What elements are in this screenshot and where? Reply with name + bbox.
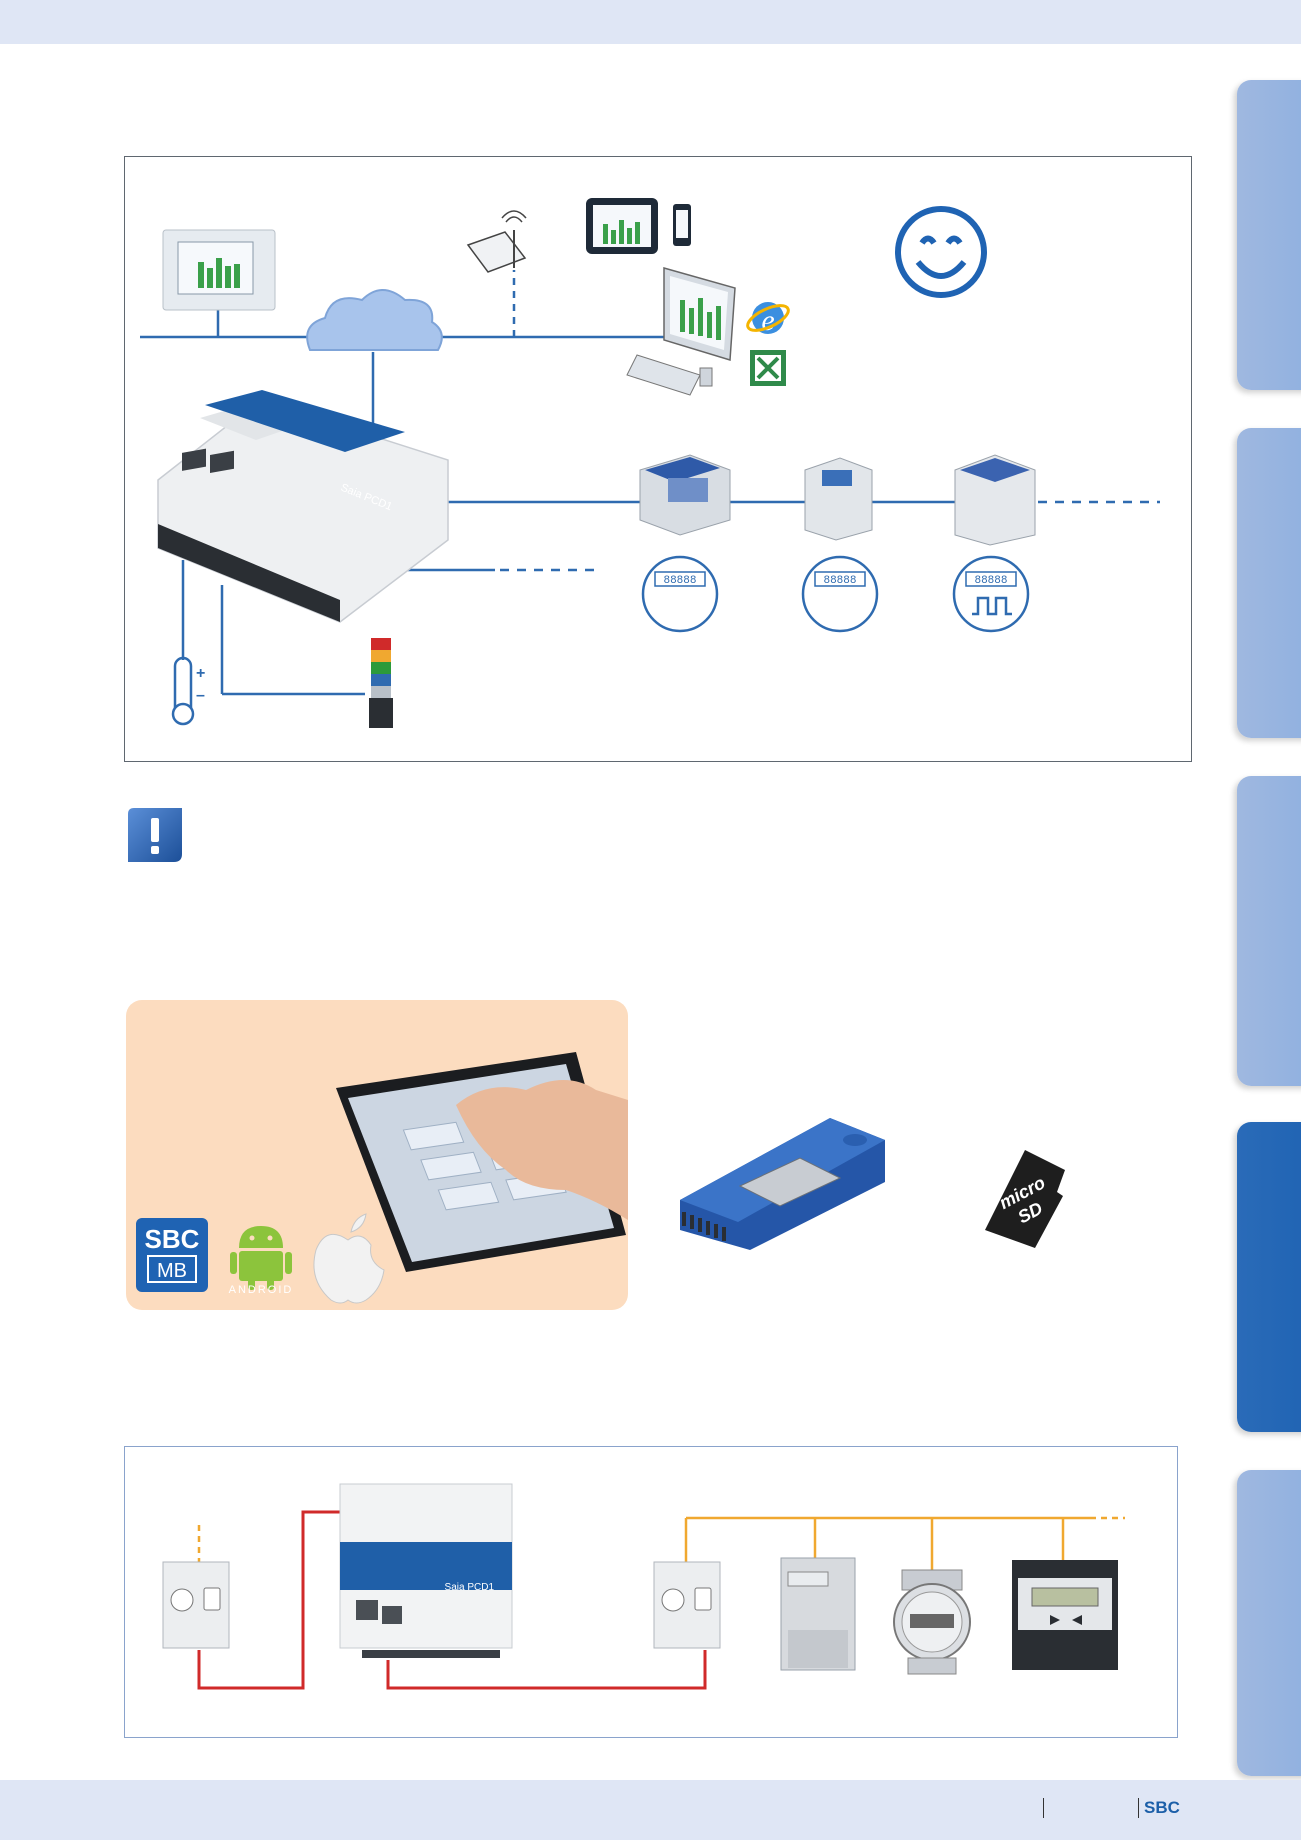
meter-dial-2: 88888 <box>801 555 879 633</box>
side-tab-3[interactable] <box>1237 776 1301 1086</box>
app-promo-graphic: SBC MB ANDROID <box>136 1052 628 1304</box>
bus-lines-red <box>197 1510 707 1690</box>
footer-band <box>0 1780 1301 1840</box>
meter-dial-3-digits: 88888 <box>974 575 1007 587</box>
bus-converter-right <box>653 1561 721 1649</box>
smiley-face-icon <box>895 206 987 298</box>
excel-icon <box>750 350 786 386</box>
footer-separator-2 <box>1138 1798 1139 1818</box>
bus-converter-left <box>162 1561 230 1649</box>
smartphone-device <box>673 204 691 246</box>
meter-device-2 <box>804 457 873 541</box>
round-meter <box>893 1569 971 1675</box>
plc-controller: Saia PCD1 <box>157 390 449 623</box>
bus-lines-orange <box>197 1516 1125 1570</box>
electricity-meter-1 <box>780 1557 856 1671</box>
desktop-computer <box>626 267 736 396</box>
hmi-panel <box>162 229 276 311</box>
meter-dial-3: 88888 <box>952 555 1030 633</box>
sbc-mb-logo: SBC MB <box>136 1218 208 1292</box>
apple-logo <box>313 1213 385 1304</box>
mb-logo-text: MB <box>157 1260 187 1282</box>
android-text: ANDROID <box>229 1284 294 1296</box>
header-band <box>0 0 1301 44</box>
tablet-with-hand <box>336 1052 628 1272</box>
side-tab-1[interactable] <box>1237 80 1301 390</box>
footer-brand: SBC <box>1144 1798 1180 1817</box>
meter-device-3 <box>954 454 1036 546</box>
exclamation-icon <box>128 808 182 862</box>
thermometer-plus: + <box>196 665 205 682</box>
internet-explorer-icon: e <box>746 302 790 337</box>
three-phase-meter <box>1012 1560 1118 1670</box>
side-tab-4-active[interactable] <box>1237 1122 1301 1432</box>
tablet-device <box>586 198 658 254</box>
meter-dial-1: 88888 <box>641 555 719 633</box>
meter-device-1 <box>639 454 731 536</box>
pulse-icon <box>972 596 1012 616</box>
wifi-router-icon <box>466 210 527 273</box>
android-logo <box>230 1226 292 1290</box>
side-tab-2[interactable] <box>1237 428 1301 738</box>
microsd-card: micro SD <box>985 1150 1065 1248</box>
thermometer-icon <box>171 656 195 726</box>
cloud-icon <box>306 289 443 351</box>
meter-dial-1-digits: 88888 <box>663 575 696 587</box>
sbc-logo-text: SBC <box>145 1224 200 1254</box>
signal-tower-light <box>369 638 393 728</box>
plc-front-label: Saia PCD1 <box>445 1582 495 1593</box>
thermometer-minus: – <box>196 687 205 704</box>
sd-card-module <box>680 1118 885 1250</box>
footer-separator-1 <box>1043 1798 1044 1818</box>
meter-dial-2-digits: 88888 <box>823 575 856 587</box>
plc-controller-front: Saia PCD1 <box>339 1483 513 1658</box>
side-tab-5[interactable] <box>1237 1470 1301 1776</box>
